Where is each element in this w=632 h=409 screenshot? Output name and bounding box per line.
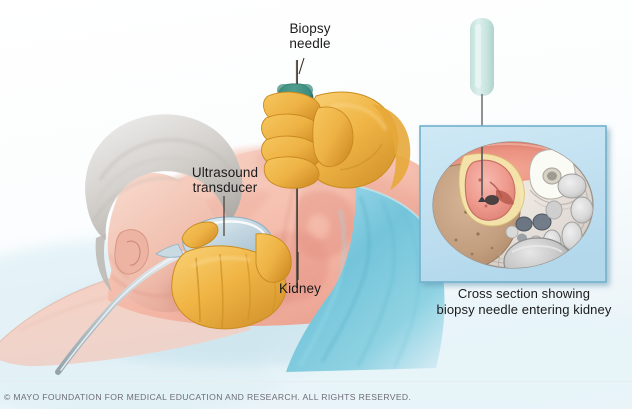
stomach-highlight	[511, 245, 563, 253]
biopsy-target-lesion	[485, 195, 499, 205]
inset-device-body	[470, 18, 494, 96]
copyright-notice: © MAYO FOUNDATION FOR MEDICAL EDUCATION …	[4, 392, 412, 402]
leader-biopsy-needle	[298, 57, 305, 75]
liver-vessel-2	[476, 232, 480, 236]
transducer-hand-crease-2	[219, 253, 224, 329]
drape-fold-2	[357, 199, 396, 367]
clinician-hand-needle	[261, 91, 411, 190]
liver-vessel-3	[454, 238, 458, 242]
bowel-loop-2	[570, 196, 593, 224]
inset-needle-device-ghost	[470, 18, 494, 96]
inset-panel-border	[419, 125, 607, 283]
drape-fold-1	[321, 195, 371, 363]
transducer-hand-index	[255, 233, 292, 283]
hair-strand-2	[95, 157, 235, 203]
transducer-cable-highlight	[60, 252, 183, 371]
label-leader-lines	[223, 57, 305, 280]
needle-hand-cuff	[372, 104, 411, 190]
inset-device-highlight	[475, 24, 481, 88]
sideburn	[95, 234, 112, 292]
transducer-hand-highlight	[191, 256, 251, 268]
face-crease	[109, 253, 129, 279]
kidney-cross-section	[464, 159, 516, 221]
ear-detail	[126, 240, 141, 266]
renal-pelvis	[489, 181, 503, 199]
liver-vessel-5	[490, 246, 494, 250]
drape-highlight	[298, 209, 346, 367]
needle-hand-thumb	[312, 106, 354, 168]
needle-hand-shadow-line	[339, 143, 383, 171]
cross-section-inset	[419, 18, 607, 283]
spinal-cord	[547, 171, 557, 181]
surgical-drape	[286, 185, 445, 372]
hair-strand-3	[93, 177, 183, 221]
patient-ear	[114, 229, 149, 275]
ultrasound-transducer-assembly	[155, 216, 292, 330]
bowel-loop-1	[557, 173, 587, 199]
liver-vessel-4	[470, 252, 474, 256]
bowel-loop-5	[545, 200, 563, 220]
kidney-vessel-1	[478, 178, 482, 182]
needle-hand-highlight	[331, 103, 388, 131]
inferior-vena-cava	[532, 213, 552, 231]
needle-hand-little	[263, 156, 320, 189]
midline-raphe	[497, 251, 501, 268]
kidney-vessel-2	[484, 204, 488, 208]
transducer-hand-thumb	[181, 221, 219, 249]
drape-fold-3	[393, 211, 420, 369]
clinician-hand-transducer	[171, 221, 292, 330]
bowel-loop-7	[505, 225, 519, 239]
transducer-connector	[155, 243, 185, 258]
inset-needle-tip	[478, 196, 486, 202]
aorta	[515, 216, 533, 232]
biopsy-needle-assembly	[256, 60, 411, 288]
inset-contents	[432, 141, 594, 269]
hair-strand-1	[99, 138, 237, 183]
drape-body	[286, 186, 445, 372]
